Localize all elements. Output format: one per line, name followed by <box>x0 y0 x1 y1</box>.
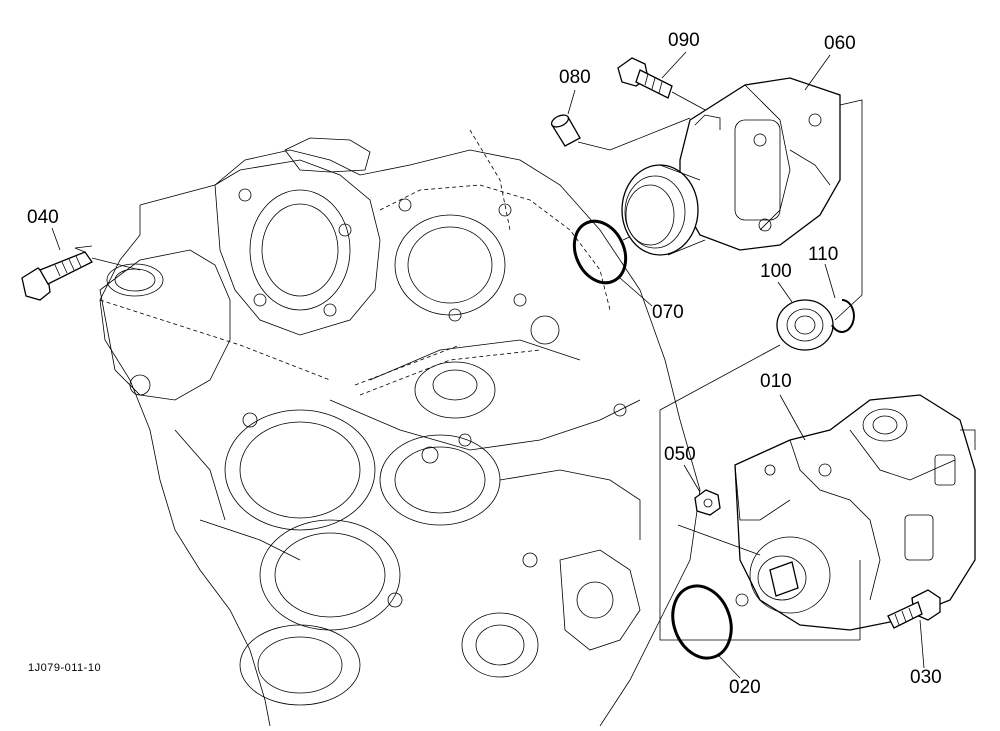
part-060-housing <box>621 77 863 321</box>
part-110-circlip <box>831 299 855 333</box>
part-030-bolt <box>887 589 941 629</box>
part-050-nut <box>677 489 761 556</box>
part-010-pump <box>659 394 976 641</box>
callout-090: 090 <box>668 30 700 51</box>
callout-020: 020 <box>729 677 761 698</box>
callout-080: 080 <box>559 67 591 88</box>
part-080-pin <box>550 114 691 151</box>
callout-040: 040 <box>27 207 59 228</box>
callout-060: 060 <box>824 33 856 54</box>
callout-030: 030 <box>910 667 942 688</box>
leader-lines <box>51 51 925 679</box>
part-100-bearing <box>659 299 834 411</box>
callout-100: 100 <box>760 261 792 282</box>
callout-110: 110 <box>808 244 838 265</box>
engine-block <box>99 129 701 727</box>
part-020-o-ring <box>671 584 733 660</box>
drawing-code: 1J079-011-10 <box>28 662 101 674</box>
part-040-bolt <box>21 245 141 301</box>
callout-010: 010 <box>760 371 792 392</box>
callout-070: 070 <box>652 302 684 323</box>
callout-050: 050 <box>664 444 696 465</box>
part-090-bolt <box>617 57 721 119</box>
callout-labels: 090 060 080 040 110 100 070 010 050 030 … <box>27 30 942 698</box>
